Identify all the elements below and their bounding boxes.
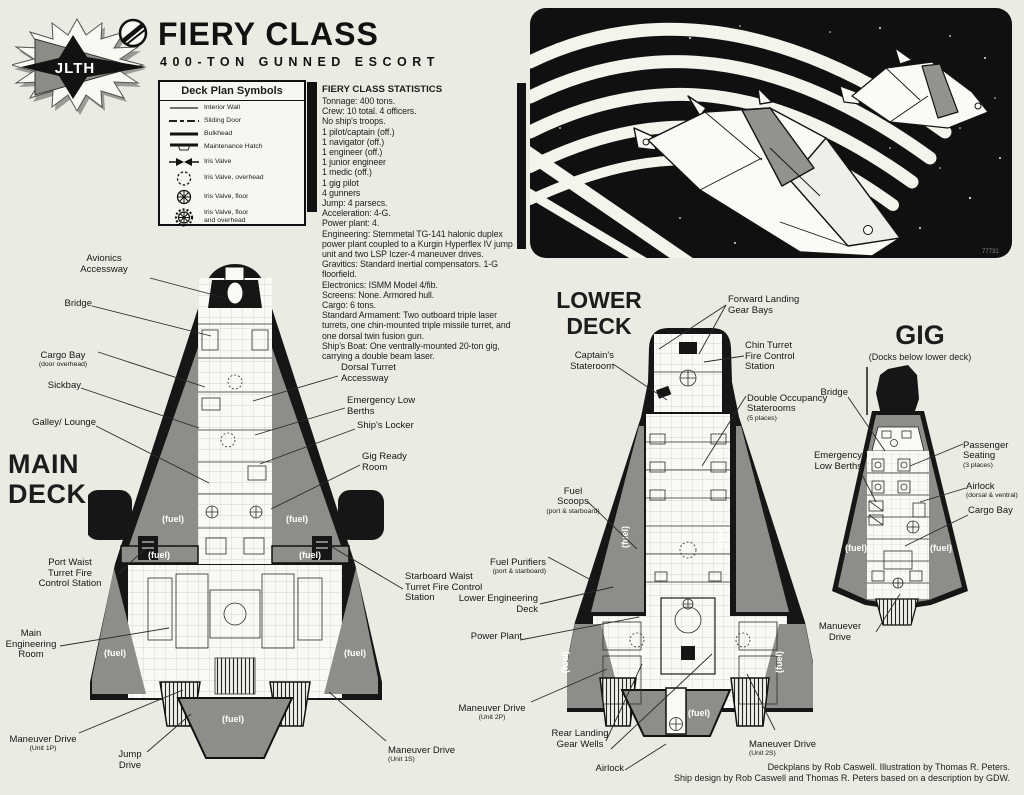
label-emergency-low-berths: Emergency Low Berths (347, 395, 416, 417)
fuel-label: (fuel) (560, 651, 570, 673)
label-power-plant: Power Plant (470, 631, 522, 642)
ship-illustration: 77731 (530, 8, 1012, 258)
gig-heading: GIG (Docks below lower deck) (868, 320, 972, 363)
main-deck-plan: (fuel) (fuel) (fuel) (fuel) (fuel) (fuel… (88, 264, 384, 759)
label-galley-lounge: Galley/ Lounge (32, 417, 96, 428)
label-chin-turret: Chin Turret Fire Control Station (745, 340, 795, 373)
iris-valve-floor-symbol (164, 188, 204, 206)
label-gig-bridge: Bridge (820, 387, 848, 398)
legend-row: Bulkhead (160, 127, 304, 140)
escort-ship-large (633, 87, 901, 257)
fuel-label: (fuel) (162, 514, 184, 524)
divider-bar-left (307, 82, 317, 212)
fuel-label: (fuel) (104, 648, 126, 658)
legend-row: Iris Valve, floor and overhead (160, 206, 304, 228)
fuel-label: (fuel) (299, 550, 321, 560)
engine-pod (730, 677, 770, 727)
label-ships-locker: Ship's Locker (357, 420, 414, 431)
fuel-area (176, 697, 294, 759)
label-maneuver-drive-1p: Maneuver Drive(Unit 1P) (9, 733, 77, 753)
label-maneuver-drive-2p: Maneuver Drive(Unit 2P) (458, 702, 526, 722)
legend-row: Iris Valve (160, 154, 304, 169)
label-fuel-scoops: Fuel Scoops(port & starboard) (546, 485, 600, 515)
label-starboard-waist-turret: Starboard Waist Turret Fire Control Stat… (405, 571, 483, 604)
statistics-title: FIERY CLASS STATISTICS (322, 84, 443, 95)
fuel-label: (fuel) (716, 526, 726, 548)
credits-line2: Ship design by Rob Caswell and Thomas R.… (673, 773, 1010, 784)
label-forward-landing-gear-bays: Forward Landing Gear Bays (728, 294, 800, 316)
label-gig-airlock: Airlock(dorsal & ventral) (966, 480, 1018, 500)
label-main-engineering: Main Engineering Room (5, 628, 57, 661)
fuel-label: (fuel) (148, 550, 170, 560)
statistics-block: FIERY CLASS STATISTICS Tonnage: 400 tons… (322, 84, 522, 361)
logo-star (21, 35, 147, 99)
label-gig-cargo-bay: Cargo Bay (968, 505, 1013, 516)
fuel-area (736, 426, 789, 612)
label-jump-drive: Jump Drive (118, 749, 142, 771)
legend-row: Iris Valve, floor (160, 187, 304, 206)
iris-valve-symbol (164, 155, 204, 169)
interior-wall-symbol (164, 102, 204, 114)
fuel-label: (fuel) (620, 526, 630, 548)
escort-ship-small (839, 47, 1003, 129)
label-sickbay: Sickbay (47, 380, 81, 391)
credits-line1: Deckplans by Rob Caswell. Illustration b… (767, 762, 1010, 772)
label-gig-passenger-seating: Passenger Seating(3 places) (963, 439, 1009, 469)
page-subtitle: 400-TON GUNNED ESCORT (160, 55, 440, 69)
page-title: FIERY CLASS (158, 16, 379, 52)
bulkhead-symbol (164, 128, 204, 140)
legend-row: Maintenance Hatch (160, 140, 304, 154)
divider-bar-right (517, 83, 526, 249)
statistics-body: Tonnage: 400 tons. Crew: 10 total. 4 off… (322, 96, 513, 362)
logo-glyphs: JLTH (55, 60, 95, 77)
label-dorsal-turret-accessway: Dorsal Turret Accessway (341, 362, 396, 384)
engine-pod (875, 598, 919, 626)
credits: Deckplans by Rob Caswell. Illustration b… (580, 762, 1010, 785)
label-maneuver-drive-1s: Maneuver Drive(Unit 1S) (388, 744, 456, 764)
label-airlock-lower: Airlock (595, 763, 624, 774)
main-deck-heading: MAIN DECK (8, 449, 87, 509)
fuel-label: (fuel) (930, 543, 952, 553)
iris-valve-floor-overhead-symbol (164, 207, 204, 228)
legend-title: Deck Plan Symbols (160, 82, 304, 101)
label-avionics-accessway: Avionics Accessway (80, 253, 128, 275)
fuel-label: (fuel) (344, 648, 366, 658)
fuel-label: (fuel) (774, 651, 784, 673)
legend-row: Interior Wall (160, 101, 304, 114)
label-gig-ready-room: Gig Ready Room (362, 451, 407, 473)
maintenance-hatch-symbol (164, 140, 204, 154)
label-maneuver-drive-2s: Maneuver Drive(Unit 2S) (749, 738, 817, 758)
label-bridge: Bridge (64, 298, 92, 309)
label-cargo-bay: Cargo Bay(door overhead) (38, 349, 88, 369)
sliding-door-symbol (164, 115, 204, 127)
label-port-waist-turret: Port Waist Turret Fire Control Station (38, 557, 102, 590)
label-gig-emergency-low-berths: Emergency Low Berths (813, 450, 862, 472)
jlth-logo: JLTH (12, 17, 148, 115)
iris-valve-overhead-symbol (164, 170, 204, 187)
legend-row: Sliding Door (160, 114, 304, 127)
legend-box: Deck Plan Symbols Interior Wall Sliding … (158, 80, 306, 228)
fuel-label: (fuel) (286, 514, 308, 524)
illustration-signature: 77731 (982, 249, 999, 255)
lower-deck-heading: LOWER DECK (556, 287, 642, 339)
legend-row: Iris Valve, overhead (160, 169, 304, 187)
fuel-label: (fuel) (845, 543, 867, 553)
label-rear-landing-gear-wells: Rear Landing Gear Wells (551, 728, 609, 750)
fuel-label: (fuel) (222, 714, 244, 724)
label-captains-stateroom: Captain's Stateroom (570, 350, 614, 372)
fuel-area (324, 568, 378, 694)
fuel-label: (fuel) (688, 708, 710, 718)
label-double-occupancy-staterooms: Double Occupancy Staterooms(5 places) (747, 392, 828, 422)
label-lower-engineering-deck: Lower Engineering Deck (458, 593, 538, 615)
label-gig-manuever-drive: Manuever Drive (818, 621, 862, 643)
label-fuel-purifiers: Fuel Purifiers(port & starboard) (490, 556, 546, 576)
